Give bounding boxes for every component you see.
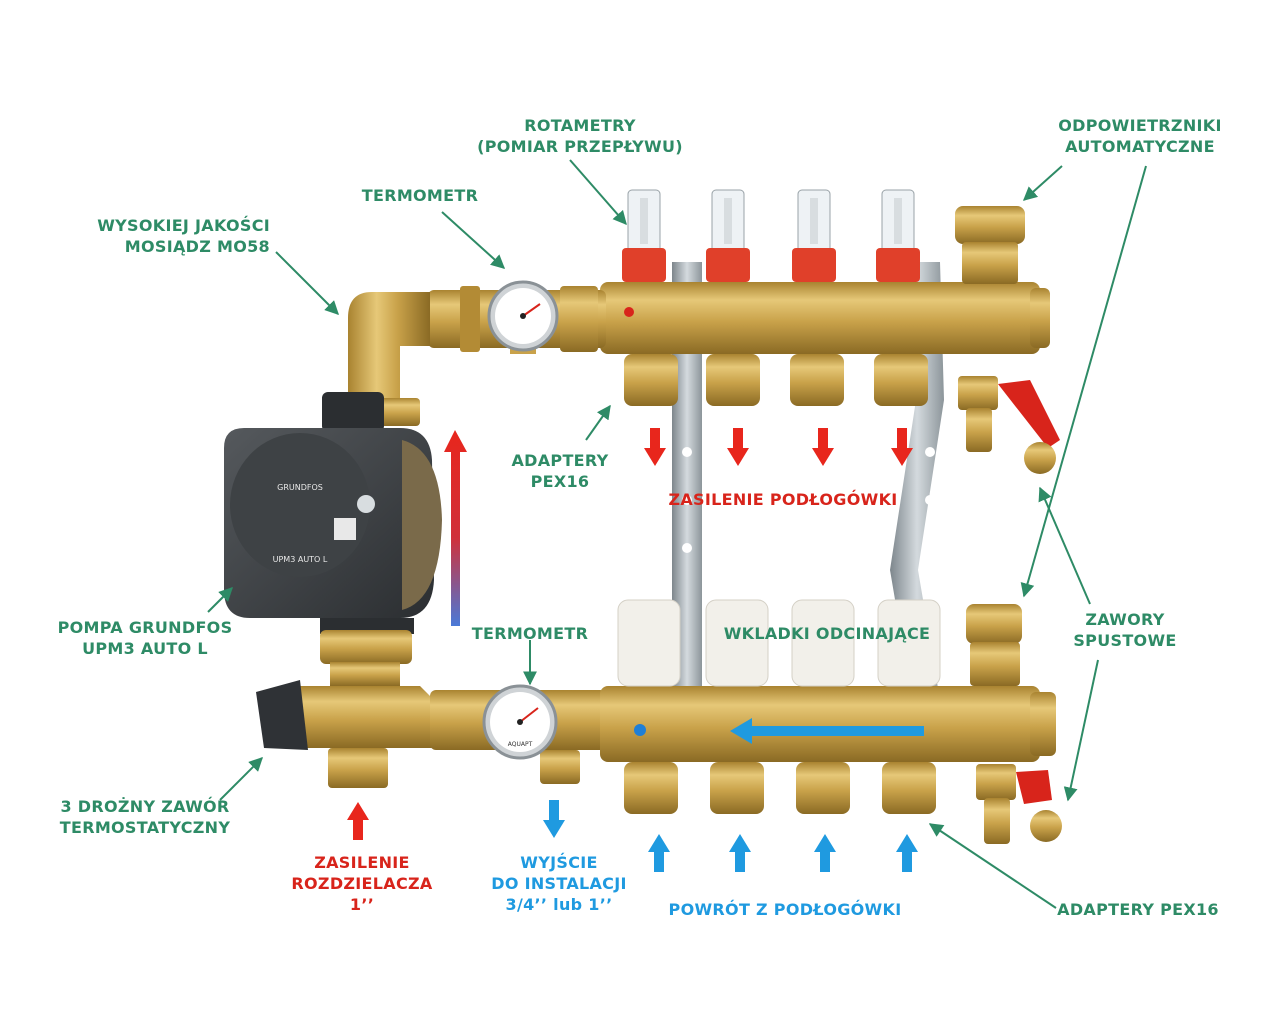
outlet-arrow: [543, 800, 565, 838]
label-adaptery-top: ADAPTERY PEX16: [511, 451, 609, 491]
rotameters: [622, 189, 920, 282]
thermometer-bottom: AQUAPT: [482, 684, 558, 760]
label-rotametry: ROTAMETRY (POMIAR PRZEPŁYWU): [477, 116, 683, 156]
thermostatic-mixing-valve: [256, 630, 432, 788]
supply-flow-arrows: [644, 428, 913, 466]
label-zawory: ZAWORY SPUSTOWE: [1073, 610, 1177, 650]
pex-adapters-bottom: [624, 762, 936, 814]
label-mosiadz: WYSOKIEJ JAKOŚCI MOSIĄDZ MO58: [97, 216, 270, 256]
rotameter-3: [792, 189, 836, 282]
label-adaptery-bottom: ADAPTERY PEX16: [1057, 900, 1219, 919]
pump-model-text: UPM3 AUTO L: [273, 555, 328, 564]
grundfos-pump: GRUNDFOS UPM3 AUTO L: [224, 392, 442, 634]
thermometer-top: [487, 280, 559, 354]
mounting-brackets: [672, 262, 944, 700]
rotameter-2: [706, 189, 750, 282]
air-vent-bottom: [966, 604, 1022, 686]
shutoff-inserts: [617, 599, 941, 687]
label-termometr-top: TERMOMETR: [361, 186, 479, 205]
label-zasilenie-podlogowki: ZASILENIE PODŁOGÓWKI: [668, 490, 898, 509]
label-pompa: POMPA GRUNDFOS UPM3 AUTO L: [57, 618, 233, 658]
rotameter-4: [876, 189, 920, 282]
label-zasilenie-rozdzielacza: ZASILENIE ROZDZIELACZA 1’’: [291, 853, 433, 914]
pump-brand-text: GRUNDFOS: [277, 483, 323, 492]
pump-flow-arrow: [444, 430, 467, 626]
drain-valve-bottom: [976, 764, 1062, 844]
label-powrot: POWRÓT Z PODŁOGÓWKI: [668, 900, 902, 919]
gauge-brand-text: AQUAPT: [508, 741, 533, 748]
label-termometr-bottom: TERMOMETR: [471, 624, 589, 643]
pex-adapters-top: [624, 354, 928, 406]
return-manifold: [600, 686, 1056, 762]
leader-lines: [207, 159, 1147, 909]
label-zawor-3d: 3 DROŻNY ZAWÓR TERMOSTATYCZNY: [59, 797, 231, 837]
rotameter-1: [622, 189, 666, 282]
air-vent-top: [955, 206, 1025, 284]
drain-valve-top: [958, 376, 1060, 474]
return-flow-arrows: [648, 834, 918, 872]
label-odpowietrzniki: ODPOWIETRZNIKI AUTOMATYCZNE: [1058, 116, 1222, 156]
label-wyjscie: WYJŚCIE DO INSTALACJI 3/4’’ lub 1’’: [491, 853, 627, 914]
inlet-supply-arrow: [347, 802, 369, 840]
label-wkladki: WKLADKI ODCINAJĄCE: [723, 624, 931, 643]
